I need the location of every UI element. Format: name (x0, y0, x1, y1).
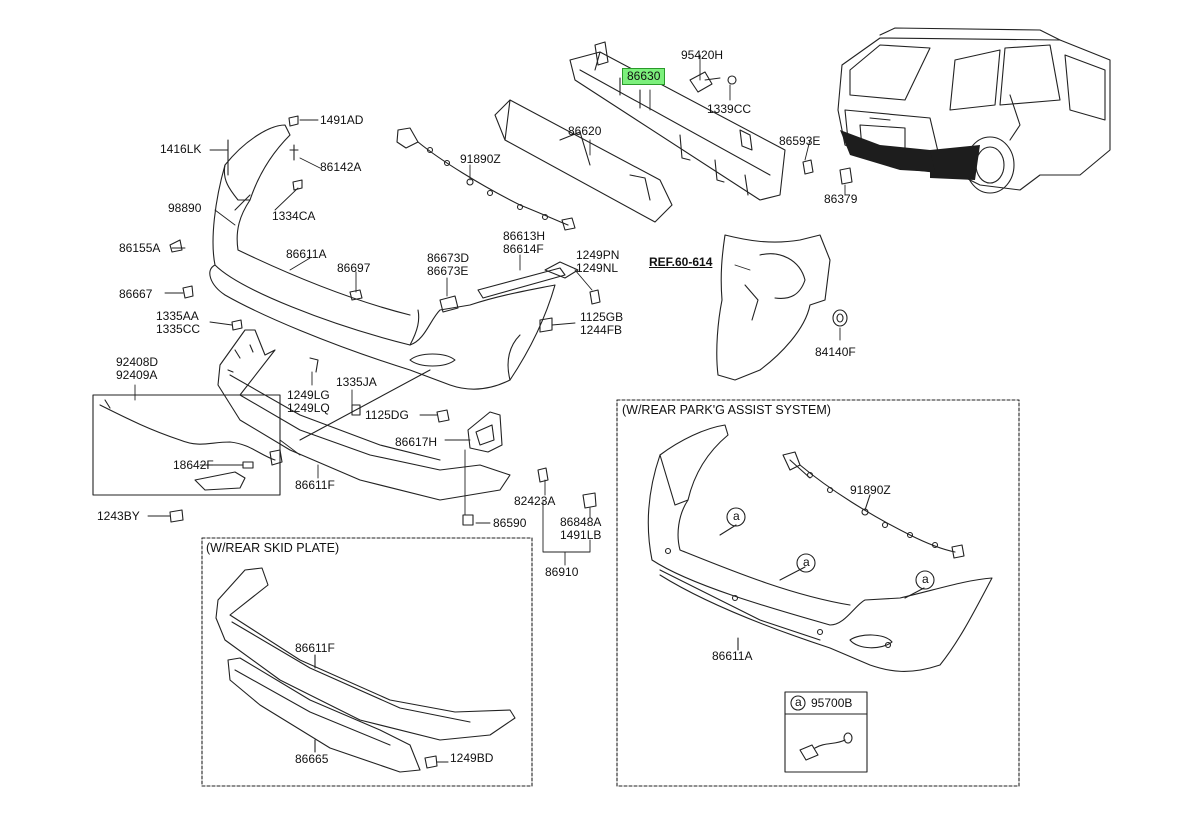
label-86613H[interactable]: 86613H (503, 229, 546, 243)
label-1125GB[interactable]: 1125GB (580, 310, 624, 324)
label-1125DG[interactable]: 1125DG (365, 408, 409, 422)
label-82423A[interactable]: 82423A (514, 494, 556, 508)
label-86611A[interactable]: 86611A (286, 247, 327, 261)
energy-absorber (494, 99, 673, 223)
wiring-harness (396, 127, 576, 231)
label-98890[interactable]: 98890 (168, 201, 202, 215)
label-1339CC[interactable]: 1339CC (707, 102, 752, 116)
label-park-86611A[interactable]: 86611A (712, 649, 753, 663)
callout-a-1[interactable] (726, 507, 746, 527)
label-92408D[interactable]: 92408D (116, 355, 159, 369)
label-1491AD[interactable]: 1491AD (320, 113, 364, 127)
label-86590[interactable]: 86590 (493, 516, 527, 530)
label-84140F[interactable]: 84140F (815, 345, 856, 359)
label-1335CC[interactable]: 1335CC (156, 322, 201, 336)
wheel-arch-ref (716, 234, 831, 381)
rear-bumper-beam (569, 41, 786, 201)
skid-panel-title: (W/REAR SKID PLATE) (206, 541, 340, 555)
label-1416LK[interactable]: 1416LK (160, 142, 202, 156)
side-bracket (467, 411, 503, 453)
label-1335JA[interactable]: 1335JA (336, 375, 377, 389)
label-1249NL[interactable]: 1249NL (576, 261, 619, 275)
lower-cover (217, 329, 511, 501)
label-86910[interactable]: 86910 (545, 565, 579, 579)
reference-label[interactable]: REF.60-614 (649, 255, 713, 269)
callout-a-3-letter: a (922, 572, 929, 586)
label-skid-86611F[interactable]: 86611F (295, 641, 335, 655)
label-18642F[interactable]: 18642F (173, 458, 214, 472)
label-skid-86665[interactable]: 86665 (295, 752, 329, 766)
park-sensor-harness (782, 451, 965, 559)
skid-plate (227, 657, 421, 773)
label-86614F[interactable]: 86614F (503, 242, 544, 256)
label-1249LQ[interactable]: 1249LQ (287, 401, 330, 415)
label-86611F[interactable]: 86611F (295, 478, 335, 492)
label-86155A[interactable]: 86155A (119, 241, 161, 255)
label-86673E[interactable]: 86673E (427, 264, 469, 278)
label-1491LB[interactable]: 1491LB (560, 528, 602, 542)
label-86667[interactable]: 86667 (119, 287, 153, 301)
park-panel-title: (W/REAR PARK'G ASSIST SYSTEM) (622, 403, 831, 417)
label-1243BY[interactable]: 1243BY (97, 509, 140, 523)
callout-a-1-letter: a (733, 509, 740, 523)
park-sensor (799, 732, 853, 761)
label-skid-1249BD[interactable]: 1249BD (450, 751, 494, 765)
callout-a-3[interactable] (915, 570, 935, 590)
vehicle-rear-illustration (837, 27, 1111, 194)
label-park-91890Z[interactable]: 91890Z (850, 483, 891, 497)
label-86593E[interactable]: 86593E (779, 134, 821, 148)
legend-letter: a (795, 695, 802, 709)
skid-plate-cover (215, 567, 516, 741)
label-86630-highlighted[interactable]: 86630 (622, 68, 666, 85)
callout-a-2-letter: a (803, 555, 810, 569)
label-86620[interactable]: 86620 (568, 124, 602, 138)
label-1249PN[interactable]: 1249PN (576, 248, 620, 262)
label-86673D[interactable]: 86673D (427, 251, 470, 265)
callout-a-2[interactable] (796, 553, 816, 573)
label-92409A[interactable]: 92409A (116, 368, 158, 382)
label-86617H[interactable]: 86617H (395, 435, 438, 449)
label-95420H[interactable]: 95420H (681, 48, 724, 62)
label-86379[interactable]: 86379 (824, 192, 858, 206)
label-1334CA[interactable]: 1334CA (272, 209, 316, 223)
label-86697[interactable]: 86697 (337, 261, 371, 275)
label-86142A[interactable]: 86142A (320, 160, 362, 174)
label-86848A[interactable]: 86848A (560, 515, 602, 529)
label-1335AA[interactable]: 1335AA (156, 309, 199, 323)
label-1249LG[interactable]: 1249LG (287, 388, 330, 402)
label-1244FB[interactable]: 1244FB (580, 323, 623, 337)
label-park-95700B[interactable]: 95700B (811, 696, 853, 710)
bumper-cover-with-sensors (647, 424, 993, 672)
sensor-legend-box (784, 691, 868, 773)
bumper-cover (209, 124, 556, 390)
label-91890Z[interactable]: 91890Z (460, 152, 501, 166)
